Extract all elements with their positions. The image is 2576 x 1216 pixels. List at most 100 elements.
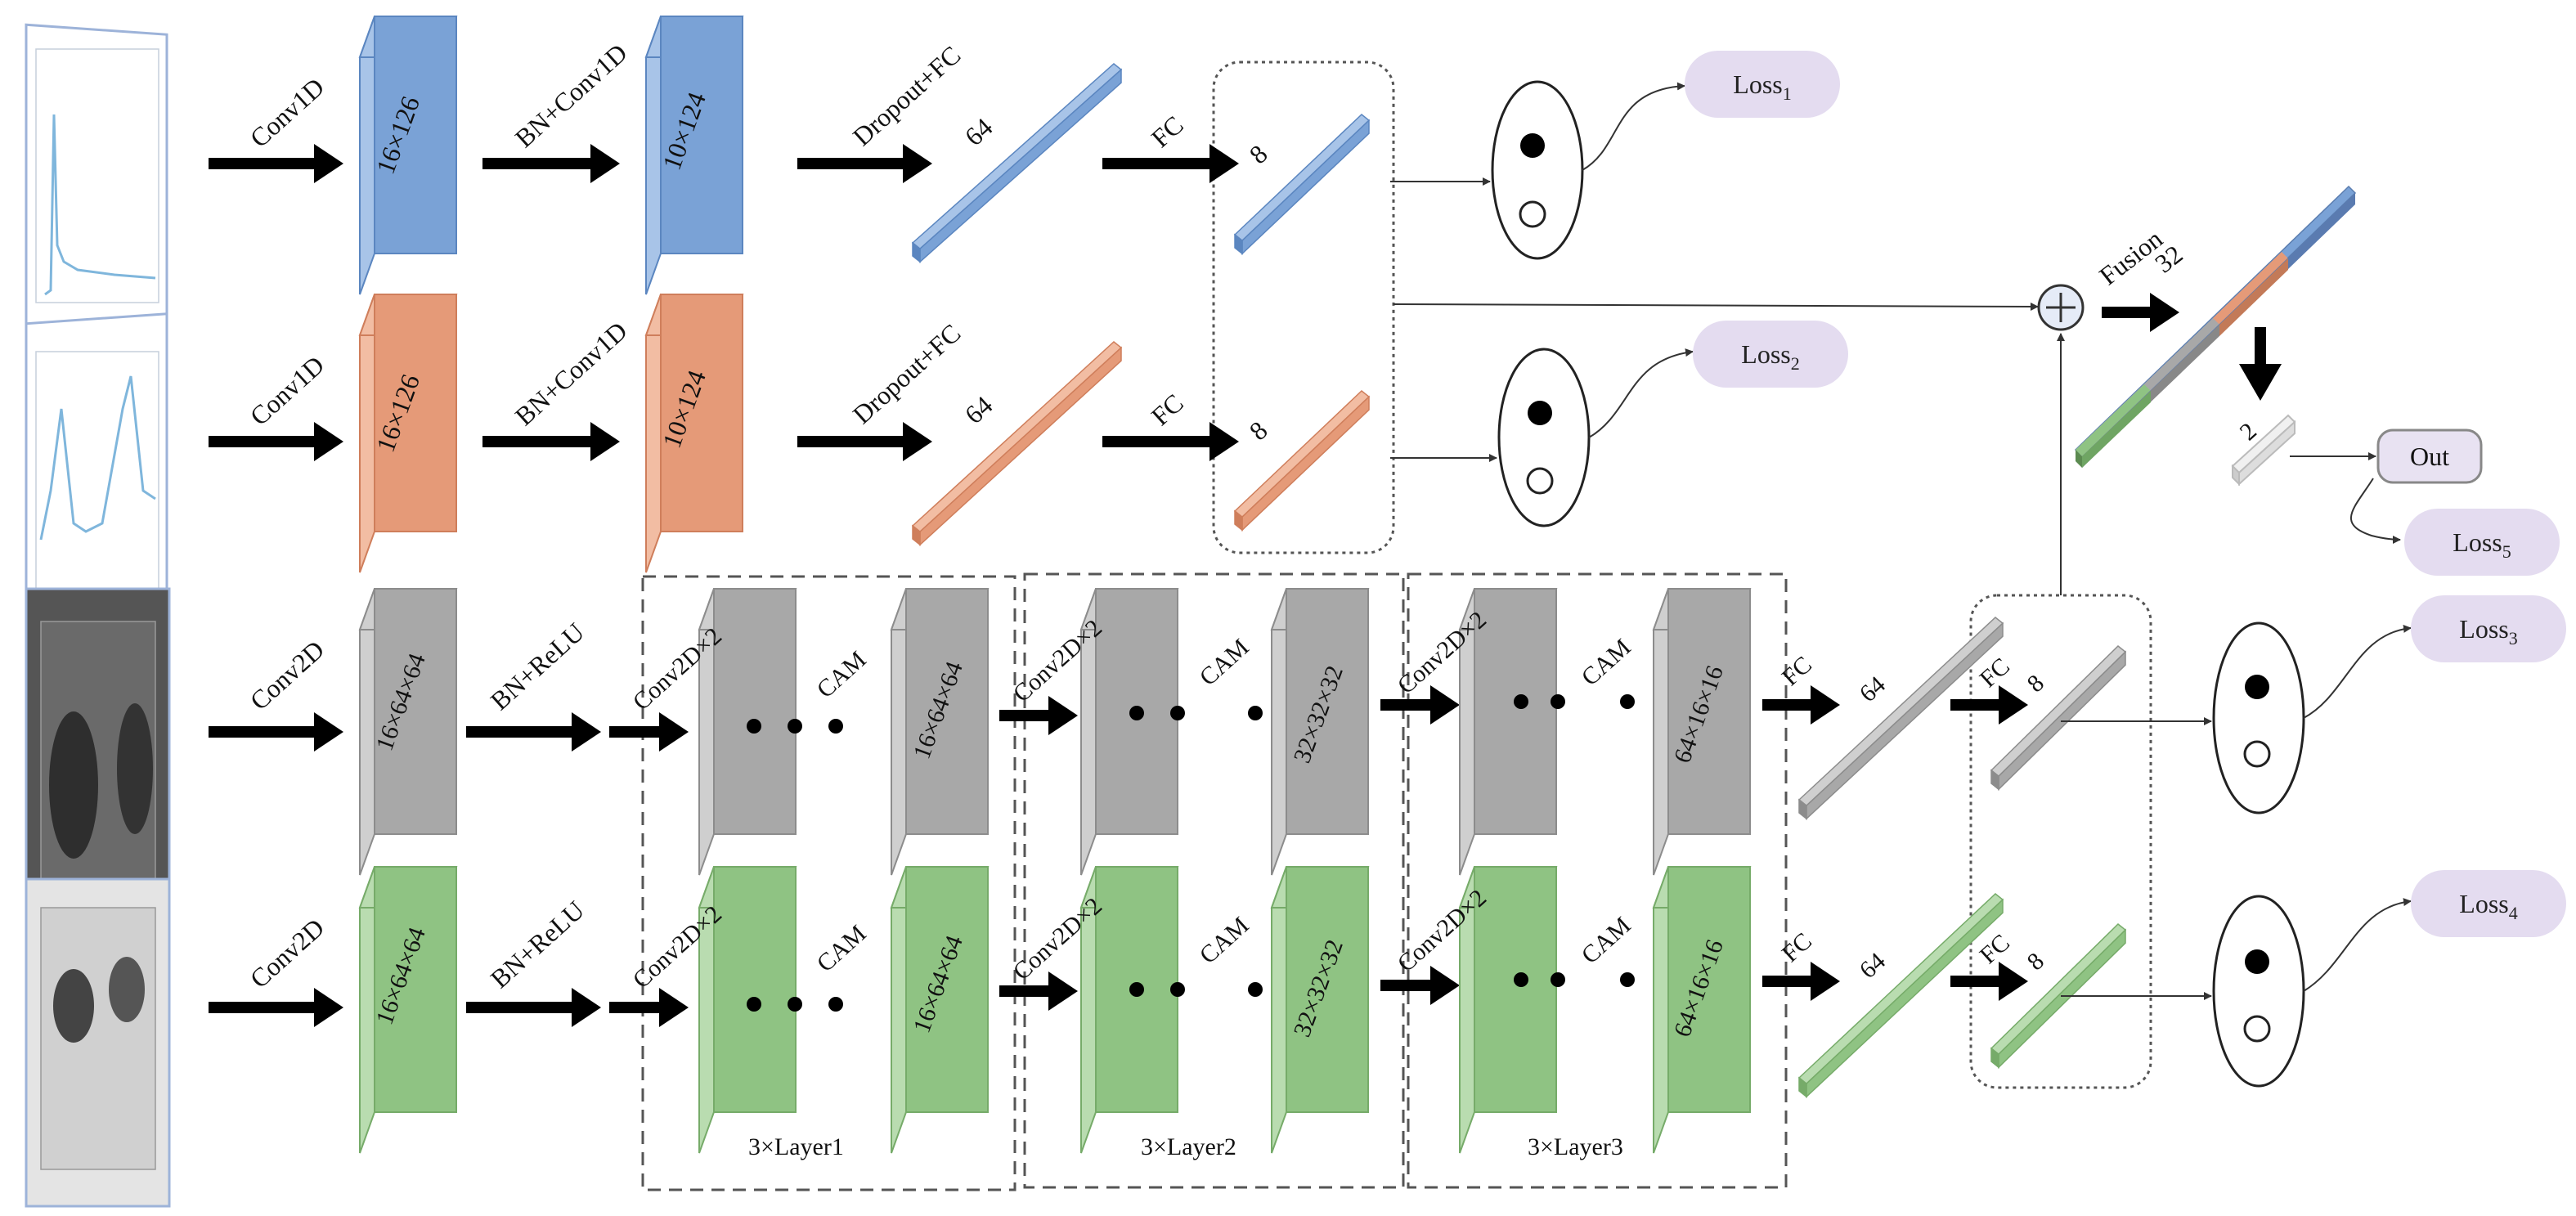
fusion-arrow (2102, 293, 2179, 332)
green-vec64 (1797, 893, 2004, 1098)
orange-op2-label: BN+Conv1D (509, 316, 633, 431)
blue-vec8 (1233, 114, 1371, 255)
loss2-pill: Loss2 (1693, 321, 1848, 388)
blue-op2-label: BN+Conv1D (509, 38, 633, 153)
blue-fc-arrow (1102, 144, 1239, 183)
gray-l2-cam-label: CAM (1195, 634, 1254, 691)
dot-layer3-row1-2 (1551, 694, 1565, 709)
blue-block2 (644, 16, 744, 295)
input-spectrogram-2 (25, 877, 171, 1208)
orange-op4-label: FC (1146, 388, 1189, 431)
loss1-pill: Loss1 (1685, 51, 1840, 118)
gray-conv2d-arrow (209, 712, 343, 752)
loss4-pill-bg (2411, 870, 2566, 937)
loss3-pill-bg (2411, 595, 2566, 662)
connectors (1390, 82, 2412, 1000)
green-vec2-label: 8 (2022, 948, 2049, 976)
dot-layer1-row2-1 (747, 997, 761, 1012)
green-l1-cam-label: CAM (812, 920, 872, 977)
orange-vec8 (1233, 390, 1371, 532)
loss3-pill: Loss3 (2411, 595, 2566, 662)
layer3-label: 3×Layer3 (1528, 1133, 1623, 1160)
loss2-pill-bg (1693, 321, 1848, 388)
blue-dropout-arrow (797, 144, 932, 183)
orange-conv1d-arrow (209, 422, 343, 461)
green-l1-out (890, 866, 990, 1154)
dot-layer2-row1-2 (1170, 706, 1185, 720)
input-spectrogram-1 (25, 587, 171, 926)
blue-op1-label: Conv1D (245, 72, 330, 153)
down-arrow (2239, 327, 2282, 401)
dot-layer1-row2-2 (788, 997, 802, 1012)
input-spectrum-1 (25, 23, 168, 363)
green-l3-arrow (1380, 966, 1460, 1005)
dot-layer1-row1-1 (747, 719, 761, 734)
orange-dropout-arrow (797, 422, 932, 461)
loss5-subscript: 5 (2502, 541, 2511, 562)
dot-layer1-row1-2 (788, 719, 802, 734)
input-spectrum-2 (25, 312, 168, 636)
loss1-base: Loss (1733, 70, 1782, 99)
gray-block1 (358, 588, 458, 876)
blue-op4-label: FC (1146, 110, 1189, 153)
loss5-pill-bg (2404, 509, 2560, 576)
classifier-oval-3 (2212, 621, 2305, 814)
gray-l1-cam-label: CAM (812, 646, 872, 703)
orange-fc-arrow (1102, 422, 1239, 461)
gray-vec64 (1797, 617, 2004, 820)
dot-layer1-row2-3 (828, 997, 843, 1012)
gray-vec1-label: 64 (1855, 671, 1891, 708)
loss1-subscript: 1 (1783, 83, 1792, 104)
gray-l2-out (1270, 588, 1370, 876)
green-l3-cam-label: CAM (1577, 912, 1636, 969)
dot-layer3-row2-2 (1551, 972, 1565, 987)
loss2-base: Loss (1741, 339, 1790, 369)
fusion-vector (2074, 185, 2357, 468)
out-dim-label: 2 (2235, 418, 2262, 446)
orange-op1-label: Conv1D (245, 350, 330, 431)
orange-vec1-label: 64 (959, 390, 999, 429)
green-l2-out (1270, 866, 1370, 1154)
fc8-group-bottom (1969, 594, 2152, 1089)
feature-blocks (358, 16, 1752, 1154)
gray-op2-label: BN+ReLU (485, 617, 590, 716)
blue-vec64 (911, 63, 1123, 263)
green-l1-in (698, 866, 797, 1154)
ellipsis-dots (747, 694, 1635, 1012)
fusion-add-node (2037, 284, 2085, 331)
green-op1-label: Conv2D (245, 913, 330, 994)
loss2-subscript: 2 (1791, 353, 1800, 374)
orange-op3-label: Dropout+FC (847, 318, 967, 429)
gray-l2-arrow (999, 696, 1078, 735)
operation-arrows (209, 144, 2282, 1027)
out-vector (2231, 414, 2296, 487)
green-fc1-arrow (1762, 962, 1840, 1001)
gray-l1-arrow (609, 712, 689, 752)
green-l3-in (1458, 866, 1558, 1154)
blue-bnconv-arrow (482, 144, 620, 183)
gray-fc2-label: FC (1975, 653, 2015, 693)
orange-block1 (358, 294, 458, 573)
dot-layer3-row1-1 (1514, 694, 1528, 709)
orange-vec2-label: 8 (1244, 415, 1273, 446)
classifier-oval-2 (1497, 348, 1591, 527)
loss1-label: Loss1 (1733, 70, 1791, 104)
blue-vec2-label: 8 (1244, 139, 1273, 169)
gray-l1-out (890, 588, 990, 876)
feature-vectors (911, 63, 2127, 1098)
loss3-base: Loss (2459, 614, 2508, 644)
loss5-base: Loss (2453, 527, 2502, 557)
green-bnrelu-arrow (466, 988, 601, 1027)
dot-layer2-row2-1 (1129, 982, 1144, 997)
layer3-box (1407, 572, 1788, 1189)
dot-layer1-row1-3 (828, 719, 843, 734)
orange-block2 (644, 294, 744, 573)
dot-layer2-row2-3 (1248, 982, 1263, 997)
blue-op3-label: Dropout+FC (847, 40, 967, 151)
green-l2-cam-label: CAM (1195, 912, 1254, 969)
dot-layer3-row1-3 (1620, 694, 1635, 709)
orange-bnconv-arrow (482, 422, 620, 461)
gray-l3-cam-label: CAM (1577, 634, 1636, 691)
gray-fc2-arrow (1950, 685, 2028, 725)
